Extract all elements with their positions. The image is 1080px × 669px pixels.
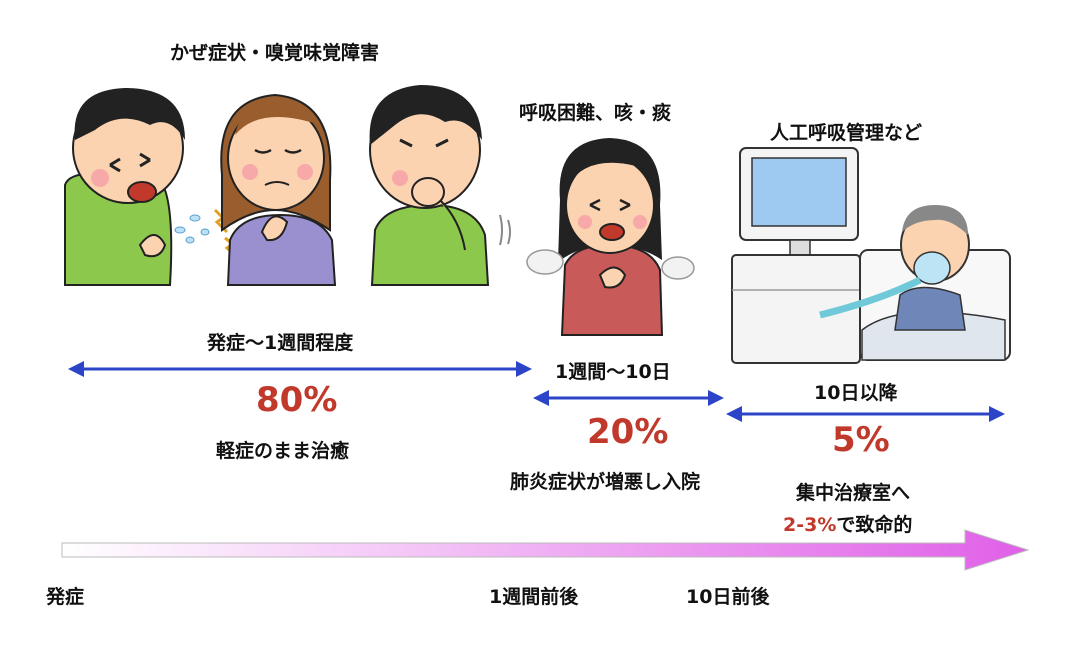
stage2-outcome: 肺炎症状が増悪し入院 <box>510 471 701 493</box>
nose-pinching-boy-illustration <box>369 85 511 286</box>
stage3-heading: 人工呼吸管理など <box>770 122 923 144</box>
stage1-outcome: 軽症のまま治癒 <box>216 440 350 462</box>
stage1-range: 発症〜1週間程度 <box>207 332 354 354</box>
stage1-heading: かぜ症状・嗅覚味覚障害 <box>170 42 380 64</box>
stage2-range: 1週間〜10日 <box>555 361 671 383</box>
arrow-day10-range <box>533 390 724 406</box>
sore-throat-woman-illustration <box>220 93 337 286</box>
breathing-difficulty-woman-illustration <box>526 138 695 336</box>
stage1-percent: 80% <box>256 380 338 420</box>
arrow-after-day10-range <box>726 406 1005 422</box>
stage3-percent: 5% <box>832 420 890 460</box>
stage2-heading: 呼吸困難、咳・痰 <box>519 102 672 124</box>
ventilator-patient-illustration <box>731 147 1011 364</box>
timeline-day10-label: 10日前後 <box>686 586 770 608</box>
arrow-week1-range <box>68 361 532 377</box>
stage2-percent: 20% <box>587 412 669 452</box>
timeline-week1-label: 1週間前後 <box>489 586 579 608</box>
stage3-fatality: 2-3%で致命的 <box>783 510 912 537</box>
timeline-start-label: 発症 <box>46 586 85 608</box>
coughing-boy-illustration <box>64 88 185 286</box>
stage3-outcome: 集中治療室へ <box>796 482 911 504</box>
timeline-arrow <box>61 529 1030 571</box>
fatality-suffix: で致命的 <box>836 514 913 536</box>
stage3-range: 10日以降 <box>814 382 898 404</box>
fatality-rate: 2-3% <box>783 514 837 536</box>
